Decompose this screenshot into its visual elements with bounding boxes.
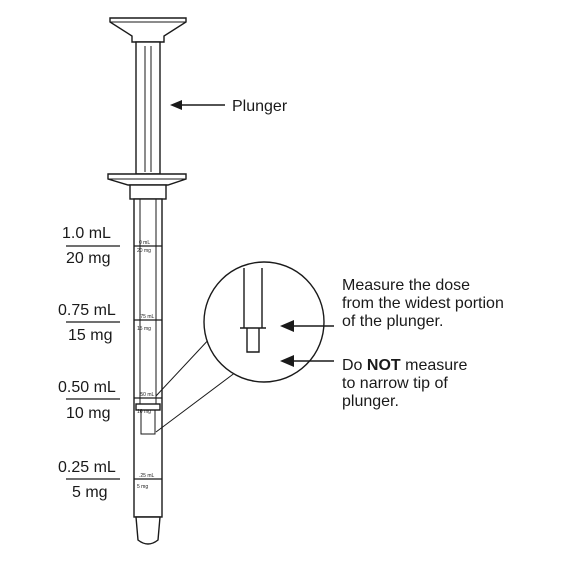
dose-label-1mL: 1.0 mL 20 mg (62, 225, 120, 267)
barrel-mark-0-mass: 20 mg (137, 248, 151, 254)
magnifier-circle (203, 261, 325, 383)
magnifier-callout (155, 261, 325, 433)
instruction-do-not: Do NOT measure to narrow tip of plunger. (342, 357, 467, 410)
plunger-thumb-flange (109, 17, 187, 43)
dose-volume: 0.75 mL (58, 302, 116, 319)
instruction-do-not-line1: Do NOT measure (342, 357, 467, 374)
dose-mass: 15 mg (68, 327, 112, 344)
instruction-do-not-line2: to narrow tip of (342, 375, 448, 392)
dose-mass: 5 mg (72, 484, 108, 501)
instruction-measure: Measure the dose from the widest portion… (342, 277, 504, 330)
instruction-do-not-line3: plunger. (342, 393, 399, 410)
arrow-left-icon (280, 320, 294, 332)
do-prefix: Do (342, 357, 367, 374)
plunger-label: Plunger (232, 98, 288, 115)
arrow-left-icon (170, 100, 182, 110)
barrel-mark-50-mass: 10 mg (137, 409, 151, 415)
instruction-measure-line3: of the plunger. (342, 313, 443, 330)
barrel-mark-75-volume: .75 mL (139, 314, 155, 320)
barrel-graduations: 0 mL 20 mg .75 mL 15 mg .50 mL 10 mg .25… (134, 240, 162, 490)
instruction-measure-line1: Measure the dose (342, 277, 470, 294)
dose-label-050mL: 0.50 mL 10 mg (58, 379, 120, 422)
barrel-finger-flange (107, 173, 187, 200)
not-emphasis: NOT (367, 357, 401, 374)
instruction-measure-line2: from the widest portion (342, 295, 504, 312)
barrel-mark-0-volume: 0 mL (139, 240, 150, 246)
measure-suffix: measure (401, 357, 468, 374)
dose-label-025mL: 0.25 mL 5 mg (58, 459, 120, 501)
plunger-callout: Plunger (170, 98, 288, 115)
syringe-tip (135, 516, 161, 545)
dose-volume: 0.50 mL (58, 379, 116, 396)
barrel-mark-25-mass: 5 mg (137, 484, 148, 490)
plunger-rod (135, 41, 161, 175)
barrel-mark-50-volume: .50 mL (139, 392, 155, 398)
dose-mass: 10 mg (66, 405, 110, 422)
dose-label-075mL: 0.75 mL 15 mg (58, 302, 120, 344)
arrow-left-icon (280, 355, 294, 367)
barrel-mark-75-mass: 15 mg (137, 326, 151, 332)
barrel-mark-25-volume: .25 mL (139, 473, 155, 479)
syringe-barrel (133, 198, 163, 518)
dose-volume: 0.25 mL (58, 459, 116, 476)
dose-mass: 20 mg (66, 250, 110, 267)
dose-volume: 1.0 mL (62, 225, 111, 242)
